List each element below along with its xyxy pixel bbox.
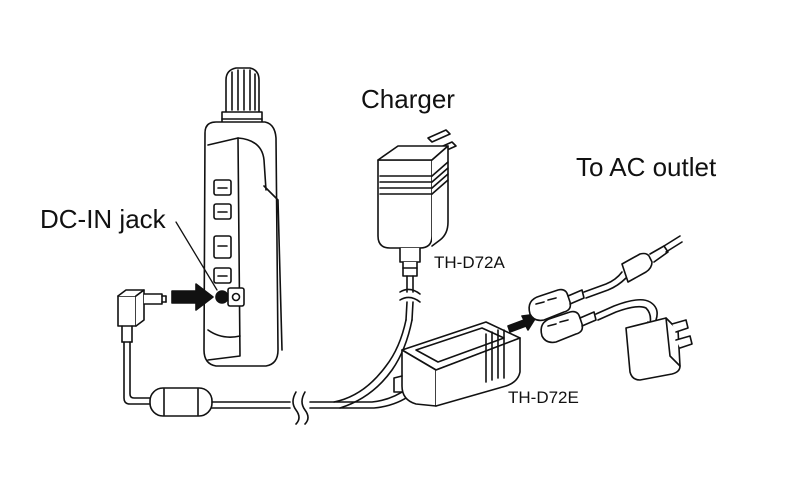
dc-in-jack-label: DC-IN jack [40,204,166,234]
charger-a-illustration [377,129,457,321]
ac-insert-arrow-icon [507,313,539,333]
charger-label: Charger [361,84,455,114]
ac-cord-eu-plug [528,235,683,322]
model-a-label: TH-D72A [434,253,505,272]
radio-illustration [203,67,283,367]
charger-e-illustration [393,321,521,407]
dc-plug-illustration [117,289,167,343]
dc-in-leader-line [175,221,218,291]
ac-outlet-label: To AC outlet [576,152,717,182]
insert-arrow-icon [171,283,214,311]
dc-cable-illustration [123,319,413,425]
ac-cord-adapter [540,298,693,381]
model-e-label: TH-D72E [508,388,579,407]
